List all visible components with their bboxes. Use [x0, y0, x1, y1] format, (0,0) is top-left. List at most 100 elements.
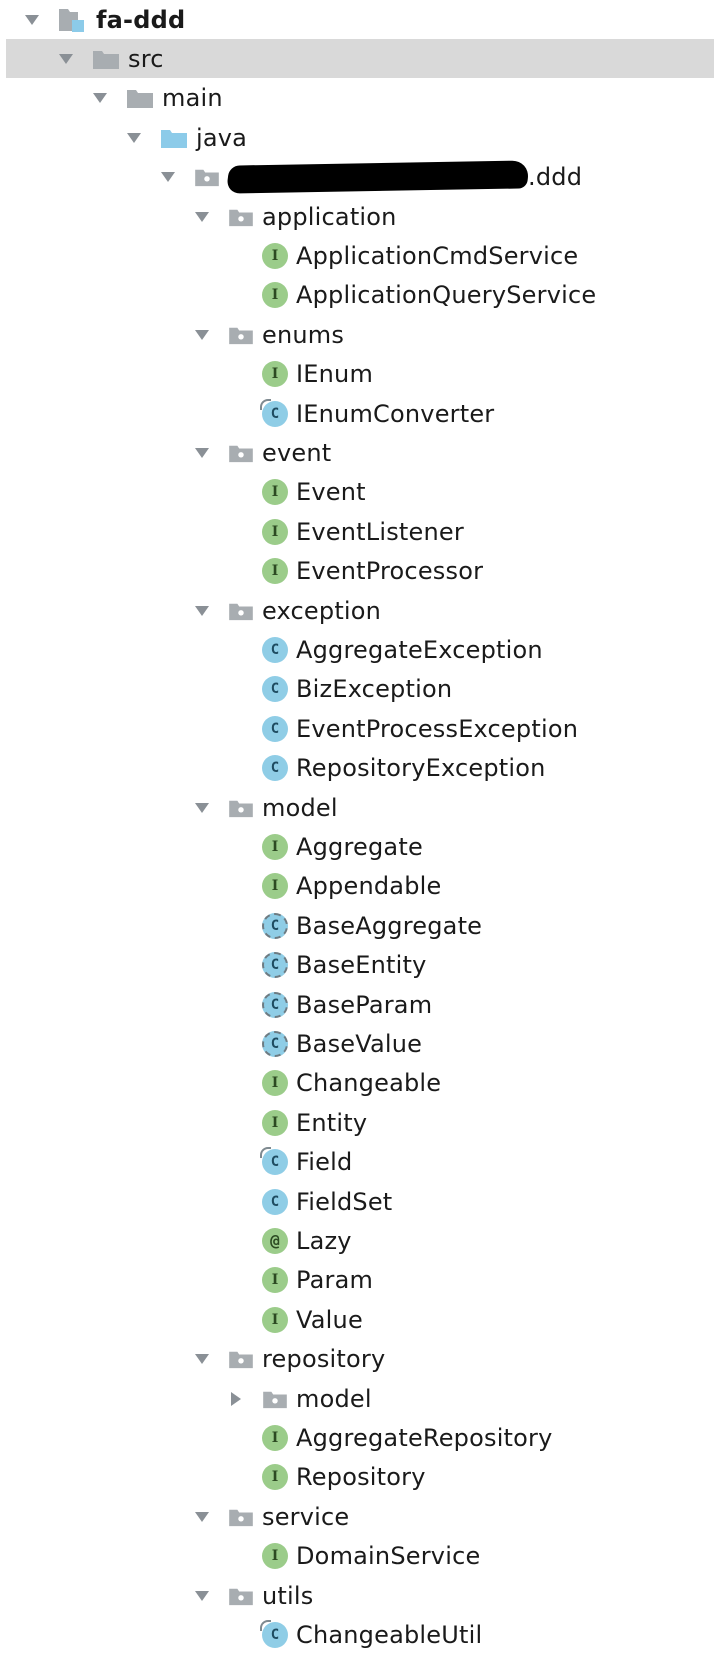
tree-node-baseentity[interactable]: C BaseEntity	[0, 946, 720, 985]
tree-node-label: ChangeableUtil	[296, 1620, 483, 1649]
tree-node-model[interactable]: model	[0, 788, 720, 827]
tree-node-label-wrap: AggregateException	[296, 636, 543, 664]
package-icon	[228, 207, 254, 227]
interface-icon: I	[262, 479, 288, 506]
collapse-arrow-right-icon[interactable]	[228, 1391, 244, 1407]
expand-arrow-down-icon[interactable]	[194, 800, 210, 816]
tree-node-java[interactable]: java	[0, 118, 720, 157]
tree-node-label-wrap: model	[262, 794, 338, 822]
expand-arrow-down-icon[interactable]	[126, 130, 142, 146]
tree-node-repository[interactable]: repository	[0, 1340, 720, 1379]
tree-node-label: Repository	[296, 1463, 426, 1492]
expand-arrow-down-icon[interactable]	[58, 51, 74, 67]
folder-icon	[92, 48, 120, 70]
tree-node-label: BaseAggregate	[296, 911, 483, 940]
tree-node-label-wrap: Changeable	[296, 1069, 441, 1097]
tree-node-label-wrap: RepositoryException	[296, 754, 546, 782]
tree-node-label: IEnum	[296, 360, 374, 389]
expand-arrow-down-icon[interactable]	[194, 1351, 210, 1367]
expand-arrow-down-icon[interactable]	[194, 327, 210, 343]
tree-node-label-wrap: enums	[262, 321, 344, 349]
abstract-class-icon: C	[262, 991, 288, 1018]
expand-arrow-down-icon[interactable]	[92, 90, 108, 106]
expand-arrow-down-icon[interactable]	[194, 1588, 210, 1604]
class-icon: C	[260, 1147, 288, 1176]
tree-node-main[interactable]: main	[0, 79, 720, 118]
expand-arrow-down-icon[interactable]	[194, 1509, 210, 1525]
folder-icon	[126, 87, 154, 109]
tree-node-label-wrap: Repository	[296, 1463, 426, 1491]
tree-node-label-wrap: DomainService	[296, 1542, 480, 1570]
tree-node-fa-ddd[interactable]: fa-ddd	[0, 0, 720, 39]
tree-node-label: EventProcessException	[296, 714, 579, 743]
tree-node-lazy[interactable]: @ Lazy	[0, 1221, 720, 1260]
expand-arrow-down-icon[interactable]	[194, 209, 210, 225]
tree-node-utils[interactable]: utils	[0, 1576, 720, 1615]
expand-arrow-down-icon[interactable]	[160, 169, 176, 185]
expand-arrow-down-icon[interactable]	[194, 445, 210, 461]
expand-arrow-down-icon[interactable]	[24, 12, 40, 28]
tree-node-ddd[interactable]: .ddd	[0, 158, 720, 197]
tree-node-enums[interactable]: enums	[0, 315, 720, 354]
tree-node-label-wrap: BaseEntity	[296, 951, 427, 979]
tree-node-label: Lazy	[296, 1226, 352, 1255]
tree-node-application[interactable]: application	[0, 197, 720, 236]
tree-node-label: src	[128, 44, 164, 73]
tree-node-service[interactable]: service	[0, 1497, 720, 1536]
package-icon	[228, 1507, 254, 1527]
tree-node-label: RepositoryException	[296, 754, 546, 783]
tree-node-label: Field	[296, 1148, 353, 1177]
tree-node-label-wrap: utils	[262, 1582, 313, 1610]
tree-node-label-wrap: ChangeableUtil	[296, 1621, 482, 1649]
class-icon: C	[262, 755, 288, 782]
tree-node-model[interactable]: model	[0, 1379, 720, 1418]
tree-node-label: BizException	[296, 675, 453, 704]
tree-node-label: utils	[262, 1581, 314, 1610]
tree-node-label: AggregateRepository	[296, 1423, 553, 1452]
abstract-class-icon: C	[262, 1030, 288, 1057]
tree-node-label: DomainService	[296, 1542, 481, 1571]
tree-node-label: Entity	[296, 1108, 368, 1137]
tree-node-label-wrap: BaseAggregate	[296, 912, 482, 940]
tree-node-label: EventListener	[296, 517, 464, 546]
tree-node-label: BaseEntity	[296, 951, 427, 980]
tree-node-exception[interactable]: exception	[0, 591, 720, 630]
expand-arrow-down-icon[interactable]	[194, 603, 210, 619]
tree-node-label-wrap: src	[128, 45, 164, 73]
tree-node-label-wrap: fa-ddd	[96, 6, 185, 34]
tree-node-field[interactable]: C Field	[0, 1143, 720, 1182]
tree-node-event[interactable]: event	[0, 433, 720, 472]
tree-node-repositoryexception[interactable]: C RepositoryException	[0, 749, 720, 788]
annotation-icon: @	[262, 1227, 288, 1254]
abstract-class-icon: C	[262, 952, 288, 979]
tree-node-label-wrap: main	[162, 84, 223, 112]
tree-node-src[interactable]: src	[6, 39, 714, 79]
tree-node-label-wrap: BizException	[296, 675, 452, 703]
tree-node-label-wrap: java	[196, 124, 247, 152]
